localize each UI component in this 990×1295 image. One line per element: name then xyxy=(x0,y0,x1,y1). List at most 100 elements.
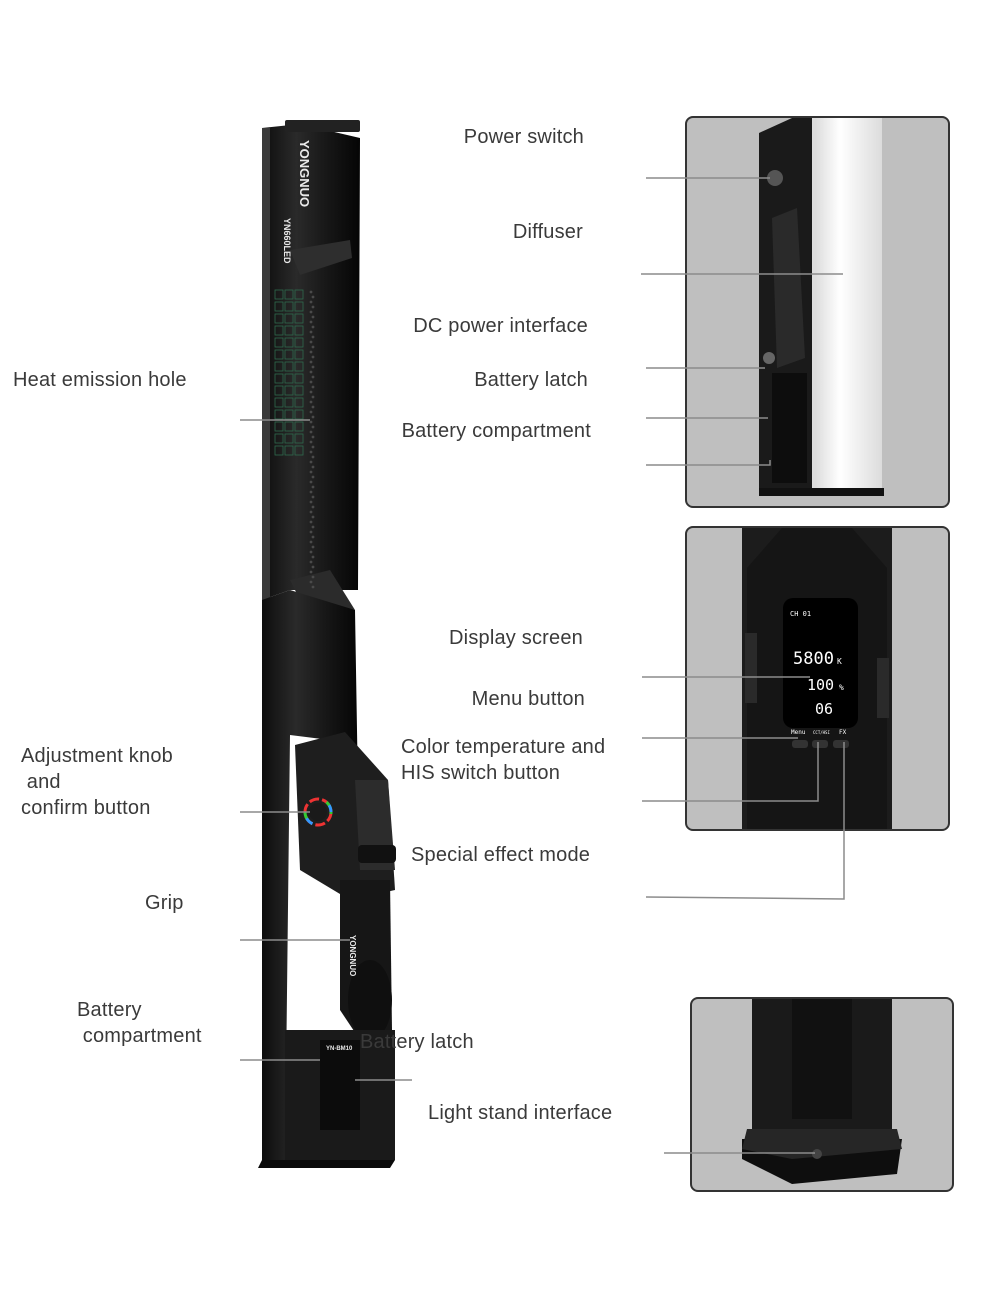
heat-hole xyxy=(309,540,313,544)
dc-power-port xyxy=(763,352,775,364)
label-heat-emission-hole: Heat emission hole xyxy=(13,369,187,391)
menu-button xyxy=(792,740,808,748)
grip-logo: YONGNUO xyxy=(348,935,357,976)
spec-icon xyxy=(274,349,284,360)
spec-icon xyxy=(284,325,294,336)
spec-icon xyxy=(294,289,304,300)
heat-hole xyxy=(311,335,315,339)
spec-icon xyxy=(274,313,284,324)
heat-hole xyxy=(309,380,313,384)
label-adjustment-knob: Adjustment knob and confirm button xyxy=(21,745,173,819)
model-text: YN660LED xyxy=(282,218,292,264)
spec-icon xyxy=(294,313,304,324)
heat-hole xyxy=(309,310,313,314)
spec-icon xyxy=(294,385,304,396)
adjustment-knob xyxy=(303,797,333,827)
heat-hole xyxy=(311,475,315,479)
diffuser-strip xyxy=(812,118,882,496)
heat-hole xyxy=(311,495,315,499)
spec-icon xyxy=(274,289,284,300)
lcd-button-fx: FX xyxy=(839,729,847,736)
heat-hole xyxy=(311,535,315,539)
spec-icon xyxy=(294,337,304,348)
light-stand-socket xyxy=(812,1149,822,1159)
heat-hole xyxy=(309,520,313,524)
battery-model-label: YN-BM10 xyxy=(326,1046,353,1052)
battery-slot xyxy=(792,999,852,1119)
spec-icon xyxy=(274,301,284,312)
spec-icon xyxy=(284,385,294,396)
spec-icon xyxy=(294,301,304,312)
spec-icon xyxy=(274,397,284,408)
heat-hole xyxy=(311,555,315,559)
spec-icon xyxy=(274,409,284,420)
spec-icon xyxy=(274,421,284,432)
heat-hole xyxy=(309,330,313,334)
heat-hole xyxy=(311,395,315,399)
stand-plate xyxy=(742,1129,902,1159)
heat-hole xyxy=(309,500,313,504)
label-battery-compartment-top: Battery compartment xyxy=(401,420,591,442)
spec-icon xyxy=(284,301,294,312)
heat-hole xyxy=(309,450,313,454)
heat-hole xyxy=(309,430,313,434)
heat-hole xyxy=(309,440,313,444)
heat-hole xyxy=(311,345,315,349)
label-power-switch: Power switch xyxy=(463,126,584,148)
label-grip: Grip xyxy=(145,892,184,914)
heat-hole xyxy=(311,295,315,299)
lcd-channel: CH 01 xyxy=(790,610,811,618)
label-dc-power-interface: DC power interface xyxy=(413,315,588,337)
lcd-brightness: 100 xyxy=(807,676,834,694)
spec-icon xyxy=(294,421,304,432)
spec-icon xyxy=(284,397,294,408)
spec-icon xyxy=(274,433,284,444)
heat-hole xyxy=(311,365,315,369)
spec-icon xyxy=(274,385,284,396)
spec-icon xyxy=(294,445,304,456)
spec-icon xyxy=(274,337,284,348)
label-light-stand-interface: Light stand interface xyxy=(428,1102,613,1124)
heat-hole xyxy=(309,320,313,324)
heat-hole xyxy=(311,585,315,589)
label-display-screen: Display screen xyxy=(449,627,583,649)
spec-icon xyxy=(284,421,294,432)
heat-hole xyxy=(311,325,315,329)
heat-hole xyxy=(311,375,315,379)
spec-icon xyxy=(284,349,294,360)
lcd-temperature: 5800 xyxy=(793,649,834,669)
spec-icon-grid xyxy=(274,289,304,456)
battery-compartment xyxy=(772,373,807,483)
label-battery-latch-top: Battery latch xyxy=(474,369,588,391)
spec-icon xyxy=(284,433,294,444)
lcd-button-menu: Menu xyxy=(791,729,806,736)
heat-hole xyxy=(309,490,313,494)
heat-hole xyxy=(311,305,315,309)
heat-hole xyxy=(309,550,313,554)
spec-icon xyxy=(274,445,284,456)
heat-hole xyxy=(311,405,315,409)
handle-assembly xyxy=(285,732,396,1160)
heat-hole xyxy=(311,435,315,439)
heat-hole xyxy=(311,505,315,509)
heat-hole xyxy=(311,545,315,549)
heat-hole xyxy=(311,515,315,519)
heat-hole xyxy=(309,350,313,354)
heat-hole xyxy=(311,465,315,469)
spec-icon xyxy=(294,349,304,360)
heat-hole xyxy=(309,290,313,294)
spec-icon xyxy=(284,445,294,456)
display-detail-panel: CH 01 5800 K 100 % 06 Menu CCT/HSI FX xyxy=(685,526,950,831)
label-special-effect-mode: Special effect mode xyxy=(411,844,591,866)
heat-hole xyxy=(309,470,313,474)
heat-hole xyxy=(309,400,313,404)
heat-hole xyxy=(309,460,313,464)
spec-icon xyxy=(284,289,294,300)
side-detail-panel xyxy=(685,116,950,508)
heat-hole xyxy=(309,410,313,414)
heat-hole xyxy=(309,510,313,514)
spec-icon xyxy=(284,409,294,420)
lcd-effect: 06 xyxy=(815,700,833,718)
spec-icon xyxy=(274,325,284,336)
